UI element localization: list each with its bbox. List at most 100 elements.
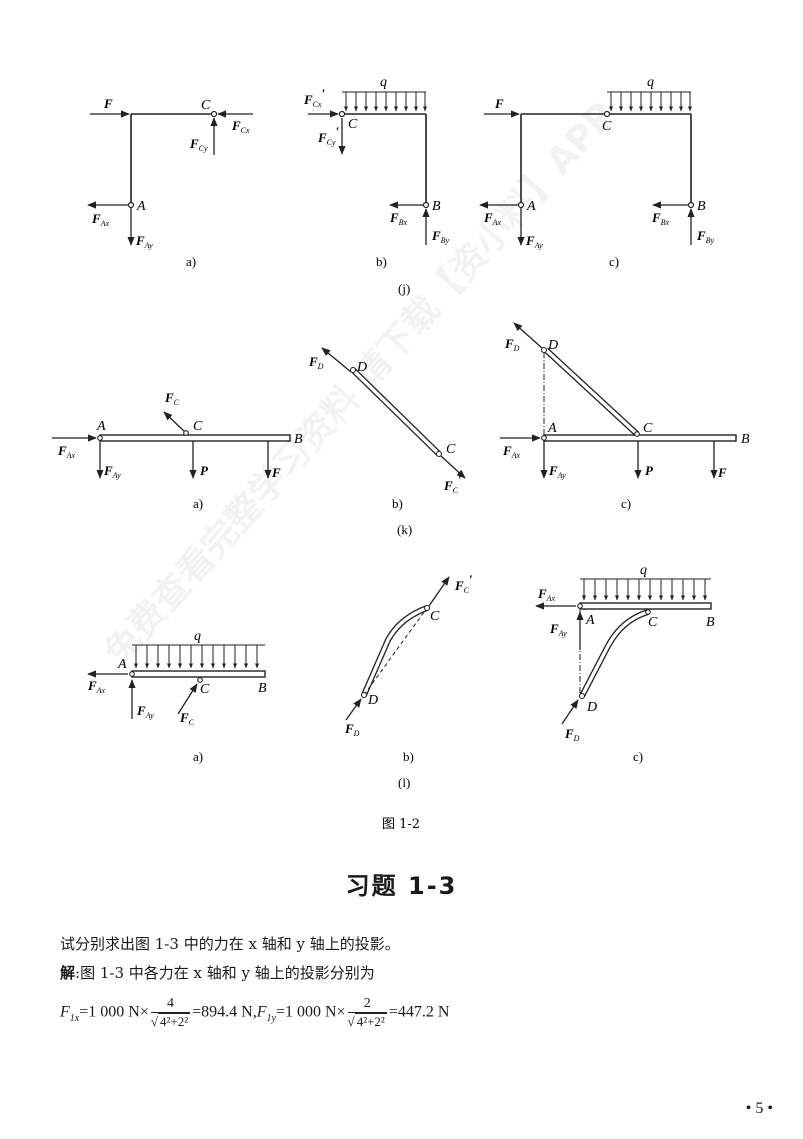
page-number: • 5 •: [745, 1100, 773, 1117]
label-B: B: [706, 615, 715, 630]
label-FAy: FAy: [136, 703, 154, 720]
caption-l-a: a): [193, 749, 203, 764]
label-FC-prime: FC′: [443, 472, 462, 495]
f1y-numerator: 2: [347, 996, 387, 1013]
label-D: D: [586, 700, 597, 715]
label-FAx: FAx: [483, 210, 502, 227]
caption-j: (j): [398, 281, 410, 296]
fig-l-c: [535, 578, 712, 725]
label-FAx: FAx: [502, 443, 521, 460]
label-FCy: FCy: [189, 136, 208, 153]
caption-j-b: b): [376, 254, 387, 269]
section-title: 习题 1-3: [345, 872, 458, 900]
label-C: C: [446, 442, 456, 457]
fig-j-c: [479, 91, 695, 246]
f1y-result: =447.2 N: [388, 1003, 450, 1021]
label-FAy: FAy: [525, 233, 543, 250]
label-FD: FD: [344, 721, 360, 738]
fig-k-c: [500, 322, 737, 479]
f1y-symbol: F: [256, 1003, 267, 1021]
label-C: C: [430, 609, 440, 624]
label-q: q: [640, 563, 647, 578]
fig-l-a: [87, 644, 266, 719]
caption-j-c: c): [609, 254, 619, 269]
label-FCy-prime: FCy′: [317, 124, 340, 147]
label-B: B: [432, 199, 441, 214]
caption-l: (l): [398, 775, 410, 790]
label-C: C: [348, 117, 358, 132]
label-q: q: [380, 75, 387, 90]
label-A: A: [547, 421, 557, 436]
label-C: C: [200, 682, 210, 697]
f1x-sub: 1x: [69, 1012, 80, 1024]
caption-k-b: b): [392, 496, 403, 511]
solution-line: 解:图 1-3 中各力在 x 轴和 y 轴上的投影分别为: [60, 962, 375, 983]
label-FC: FC: [179, 710, 195, 727]
projection-formula: F1x=1 000 N×4√4²+2²=894.4 N,F1y=1 000 N×…: [60, 996, 449, 1030]
label-A: A: [585, 613, 595, 628]
f1x-result: =894.4 N,: [192, 1003, 257, 1021]
label-FAy: FAy: [548, 463, 566, 480]
f1x-radicand: 4²+2²: [157, 1013, 191, 1029]
label-FBx: FBx: [389, 210, 408, 227]
fig-l-b: [345, 576, 450, 721]
label-q: q: [194, 629, 201, 644]
f1y-denominator: √4²+2²: [347, 1013, 387, 1029]
caption-k-a: a): [193, 496, 203, 511]
figure-caption: 图 1-2: [382, 817, 420, 832]
label-C: C: [643, 421, 653, 436]
fig-k-a: [52, 411, 291, 479]
label-FD: FD: [504, 336, 520, 353]
label-B: B: [741, 432, 750, 447]
label-C: C: [602, 119, 612, 134]
f1y-fraction: 2√4²+2²: [347, 996, 387, 1030]
f1x-symbol: F: [60, 1003, 70, 1021]
label-FAy: FAy: [135, 233, 153, 250]
label-F: F: [717, 465, 727, 480]
label-A: A: [96, 419, 106, 434]
label-FD: FD: [564, 726, 580, 743]
label-FAy: FAy: [103, 463, 121, 480]
solution-text: :图 1-3 中各力在 x 轴和 y 轴上的投影分别为: [75, 964, 375, 982]
label-FBy: FBy: [696, 228, 715, 245]
label-FD: FD: [308, 354, 324, 371]
label-P: P: [200, 463, 209, 478]
f1y-radicand: 4²+2²: [354, 1013, 387, 1029]
f1x-prefix: =1 000 N×: [79, 1003, 149, 1021]
label-D: D: [356, 360, 367, 375]
caption-k: (k): [397, 522, 412, 537]
label-A: A: [526, 199, 536, 214]
label-F: F: [494, 96, 504, 111]
f1x-denominator: √4²+2²: [150, 1013, 191, 1029]
caption-l-b: b): [403, 749, 414, 764]
f1y-sub: 1y: [266, 1012, 276, 1024]
fig-j-a: [87, 110, 253, 246]
label-D: D: [547, 338, 558, 353]
caption-j-a: a): [186, 254, 196, 269]
label-FBx: FBx: [651, 210, 670, 227]
label-q: q: [647, 75, 654, 90]
label-C: C: [193, 419, 203, 434]
label-FAy: FAy: [549, 621, 567, 638]
caption-k-c: c): [621, 496, 631, 511]
label-FAx: FAx: [87, 678, 106, 695]
f1x-numerator: 4: [150, 996, 191, 1013]
label-FAx: FAx: [91, 211, 110, 228]
label-A: A: [136, 199, 146, 214]
label-F: F: [271, 465, 281, 480]
figure-1-2: F C FCx FCy A FAx FAy a) q FCx′ FCy′ C B…: [52, 75, 750, 832]
label-FC-prime: FC′: [454, 572, 473, 595]
solution-label: 解: [60, 964, 76, 982]
label-C: C: [648, 615, 658, 630]
label-FAx: FAx: [537, 586, 556, 603]
label-FCx: FCx: [231, 118, 250, 135]
caption-l-c: c): [633, 749, 643, 764]
label-B: B: [258, 681, 267, 696]
f1x-fraction: 4√4²+2²: [150, 996, 191, 1030]
label-F: F: [103, 96, 113, 111]
fig-j-b: [308, 91, 430, 245]
label-FBy: FBy: [431, 228, 450, 245]
label-B: B: [294, 432, 303, 447]
label-D: D: [367, 693, 378, 708]
label-C: C: [201, 98, 211, 113]
